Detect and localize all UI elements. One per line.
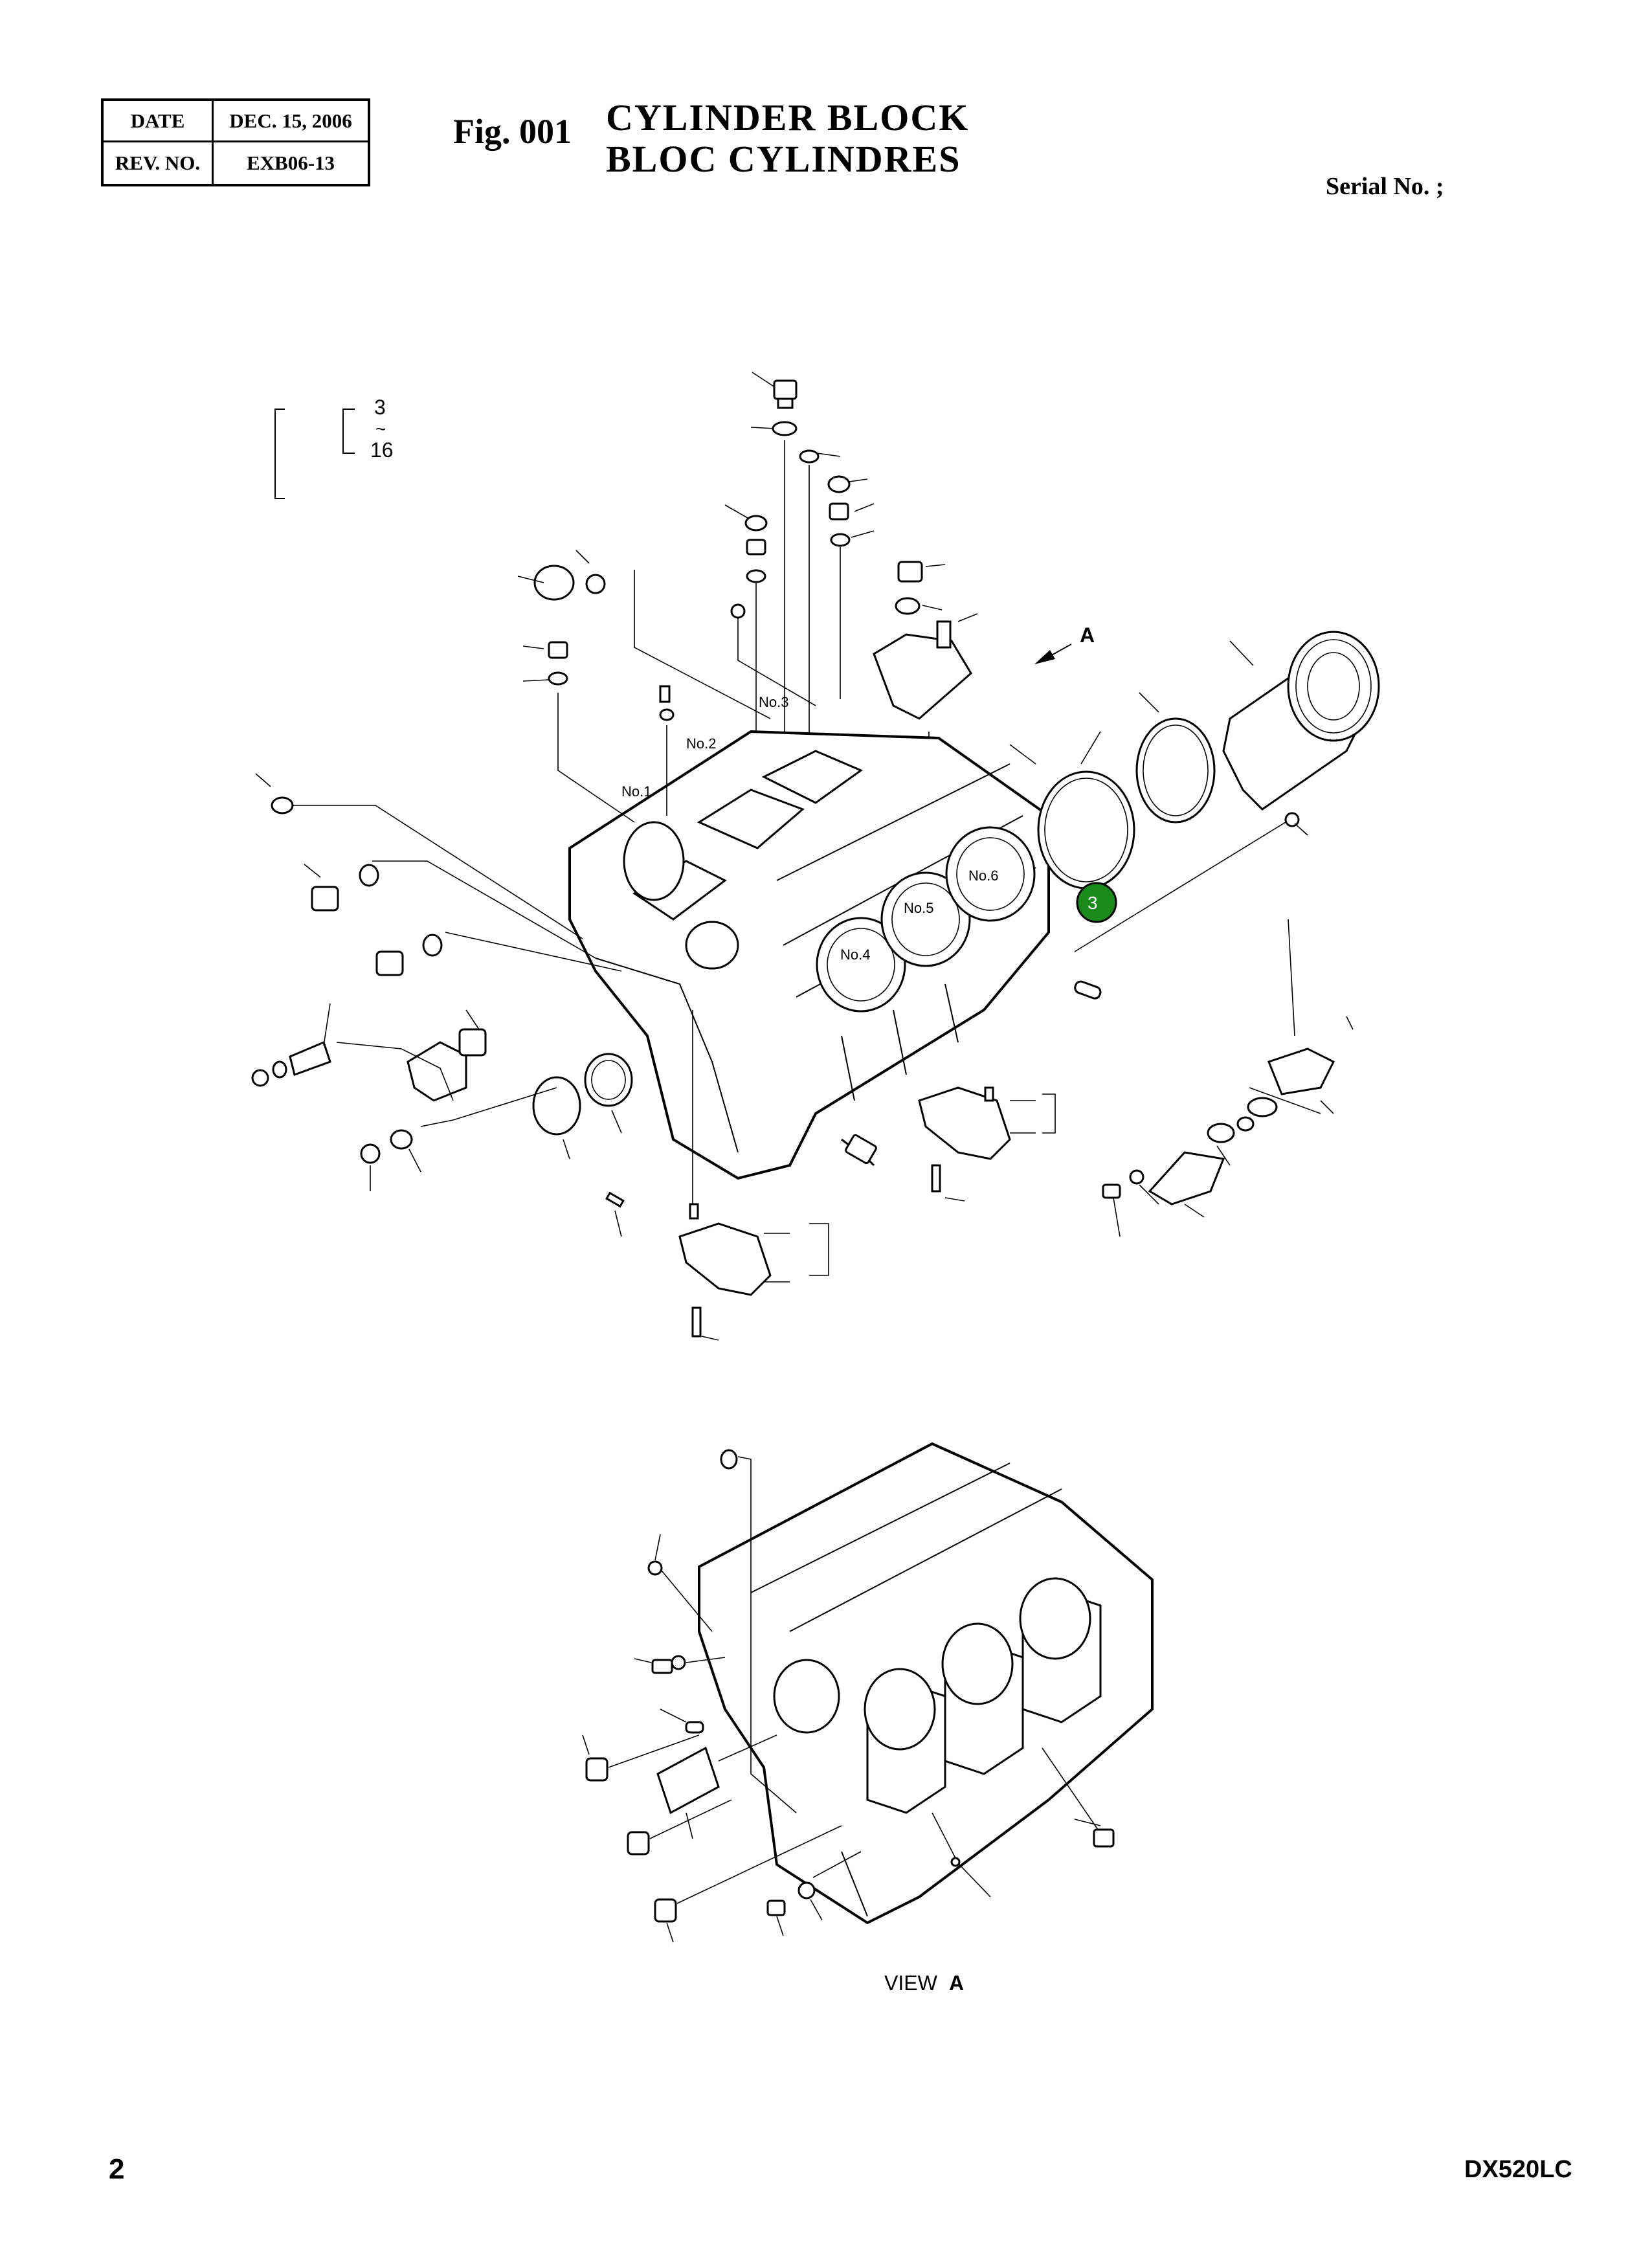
revision-info-table: DATE DEC. 15, 2006 REV. NO. EXB06-13 — [101, 98, 370, 186]
top-plug-stack — [724, 372, 875, 829]
right-side-fittings — [1074, 812, 1354, 1237]
callout-3-label[interactable]: 3 — [1088, 893, 1098, 913]
view-a-drawing — [582, 1442, 1154, 1943]
cylinder-label-4: No.4 — [840, 947, 870, 963]
cylinder-label-1: No.1 — [621, 783, 651, 800]
title-english: CYLINDER BLOCK — [606, 96, 970, 139]
cylinder-label-5: No.5 — [904, 900, 933, 916]
callout-3-circle[interactable] — [1076, 882, 1117, 923]
cylinder-liner-and-rings — [1009, 631, 1380, 890]
range-bracket: 3 ~ 16 — [274, 396, 394, 499]
range-tilde-label: ~ — [375, 419, 386, 439]
view-a-caption: VIEW A — [884, 1971, 964, 1995]
cylinder-label-3: No.3 — [759, 694, 788, 710]
page-number: 2 — [109, 2153, 125, 2185]
figure-number: Fig. 001 — [453, 112, 572, 151]
date-label: DATE — [104, 101, 214, 142]
view-direction-arrow: A — [1034, 623, 1095, 664]
cylinder-labels: No.1 No.2 No.3 No.4 No.5 No.6 — [621, 694, 998, 963]
cylinder-bores — [623, 821, 1036, 1013]
range-end-label: 16 — [370, 438, 394, 462]
cylinder-block-main — [568, 730, 1050, 1180]
view-label: VIEW — [884, 1971, 938, 1995]
rev-value: EXB06-13 — [246, 151, 335, 174]
title-french: BLOC CYLINDRES — [606, 138, 961, 180]
lower-left-components — [251, 1003, 633, 1191]
model-name: DX520LC — [1464, 2156, 1572, 2183]
lower-bearing-caps — [605, 1010, 1056, 1341]
serial-number-label: Serial No. ; — [1326, 173, 1444, 200]
cylinder-label-2: No.2 — [686, 735, 716, 752]
arrow-label-a: A — [1080, 623, 1095, 647]
left-side-fittings — [255, 550, 816, 976]
date-value: DEC. 15, 2006 — [214, 101, 368, 142]
bearing-cap-assembly-top — [873, 561, 978, 757]
range-start-label: 3 — [374, 396, 386, 419]
cylinder-label-6: No.6 — [968, 868, 998, 884]
rev-label: REV. NO. — [104, 142, 214, 184]
view-letter: A — [949, 1971, 964, 1995]
part-callout-3[interactable]: 3 — [1076, 882, 1117, 923]
